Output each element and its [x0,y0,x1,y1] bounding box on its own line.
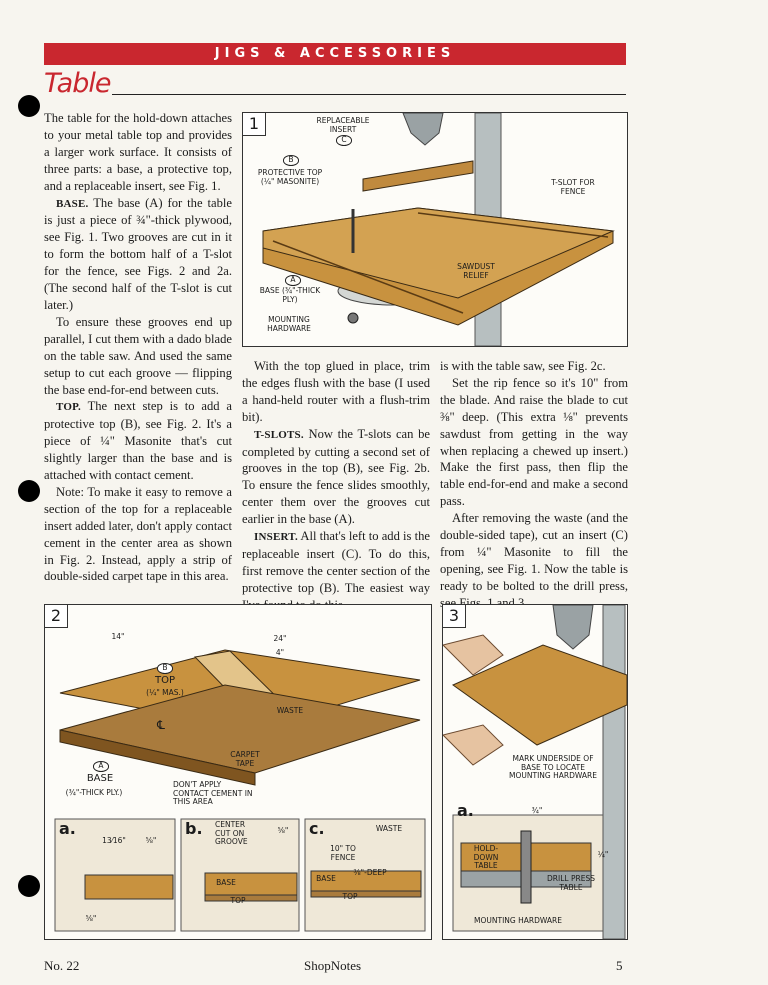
magazine-name: ShopNotes [304,958,362,973]
base-edge [59,729,256,786]
bolt-icon [520,830,532,904]
table-top [451,644,627,746]
drill-chuck [402,113,444,146]
figure-1-illustration [262,113,615,346]
hand-icon [443,634,504,676]
label-center-cut: CENTER CUT ON GROOVE [215,820,248,846]
mounting-hardware-icon [347,312,359,324]
run-in-heading: BASE. [56,197,89,210]
paragraph: Set the rip fence so it's 10" from the b… [440,375,628,509]
key-a: A [93,761,109,772]
key-b: B [283,155,299,166]
label-base-material: (¾"-THICK PLY.) [65,788,123,797]
detail-a-letter: a. [59,819,76,838]
binder-hole [18,480,40,502]
detail-c-top [310,890,422,898]
key-b: B [157,663,173,674]
detail-b-top [204,894,298,902]
label-top: TOP [342,892,358,901]
page-number: 5 [616,958,623,973]
label-mounting-hardware: MOUNTING HARDWARE [474,916,562,925]
label-top-material: (¼" MAS.) [146,688,184,697]
label-insert: REPLACEABLE INSERT [316,116,370,134]
t-slot-groove [417,212,609,238]
figure-3-illustration [443,605,627,939]
label-drill-press-table: DRILL PRESS TABLE [547,874,595,892]
replaceable-insert [362,160,474,192]
paragraph: The table for the hold-down attaches to … [44,111,232,193]
label-base: BASE [86,773,114,784]
label-tslot: T-SLOT FOR FENCE [551,178,595,196]
protective-top [262,207,615,299]
section-banner: JIGS & ACCESSORIES [44,43,626,65]
label-mark-underside: MARK UNDERSIDE OF BASE TO LOCATE MOUNTIN… [509,754,597,780]
figure-3: 3 MARK UNDERSIDE OF BASE TO LOCATE MOUNT… [442,604,628,940]
figure-1: 1 REPLACEABLE INSERT C B PROTECTIVE TOP … [242,112,628,347]
label-holddown-table: HOLD-DOWN TABLE [473,844,499,870]
figure-number: 2 [45,605,68,628]
label-top: PROTECTIVE TOP (¼" MASONITE) [257,168,323,186]
label-top: TOP [154,675,175,686]
detail-b-letter: b. [185,819,203,838]
drill-press-column [602,605,626,939]
run-in-heading: TOP. [56,401,81,414]
paragraph-body: The base (A) for the table is just a pie… [44,195,232,312]
paragraph: After removing the waste (and the double… [440,511,628,610]
label-dont-apply: DON'T APPLY CONTACT CEMENT IN THIS AREA [173,780,253,806]
page-title: Table [44,68,111,99]
detail-a-base [84,874,174,900]
dim-24: 24" [273,634,287,643]
t-slot-groove [272,240,464,314]
text-column-1: The table for the hold-down attaches to … [44,110,232,585]
key-a: A [285,275,301,286]
paragraph: Note: To make it easy to remove a sectio… [44,484,232,584]
label-waste: WASTE [375,824,403,833]
binder-hole [18,95,40,117]
label-sawdust: SAWDUST RELIEF [457,262,495,280]
figure-2-illustration [54,649,426,932]
label-deep: ⅜"-DEEP [353,868,387,877]
paragraph: TOP. The next step is to add a protectiv… [44,398,232,484]
label-to-fence: 10" TO FENCE [330,844,356,862]
paragraph: BASE. The base (A) for the table is just… [44,195,232,314]
label-waste: WASTE [276,706,304,715]
label-hardware: MOUNTING HARDWARE [267,315,311,333]
figure-number: 1 [243,113,266,136]
paragraph: is with the table saw, see Fig. 2c. [440,359,606,373]
label-base: BASE [316,874,336,883]
paragraph-body: The next step is to add a protective top… [44,399,232,483]
figure-2: 2 14" 24" 4" B TOP (¼" MAS.) WASTE ℄ CAR… [44,604,432,940]
drill-chuck [552,605,594,650]
key-c: C [336,135,352,146]
text-column-3: is with the table saw, see Fig. 2c. Set … [440,358,628,612]
label-carpet-tape: CARPET TAPE [230,750,260,768]
binder-hole [18,875,40,897]
detail-c-letter: c. [309,819,325,838]
paragraph-body: Now the T-slots can be completed by cutt… [242,426,430,527]
title-rule [112,94,626,95]
paragraph: INSERT. All that's left to add is the re… [242,528,430,614]
run-in-heading: INSERT. [254,531,298,544]
dim: ¾" [531,806,543,815]
dim: 13⁄16" [102,836,126,845]
issue-number: No. 22 [44,958,80,973]
paragraph: To ensure these grooves end up parallel,… [44,314,232,397]
dim-14: 14" [111,632,125,641]
dim: ⅝" [145,836,157,845]
dim: ⅝" [85,914,97,923]
dim: ⅝" [277,826,289,835]
hand-icon [443,724,504,766]
paragraph: T-SLOTS. Now the T-slots can be complete… [242,426,430,528]
label-base: BASE (¾"-THICK PLY) [259,286,321,304]
label-base: BASE [216,878,236,887]
text-column-2: With the top glued in place, trim the ed… [242,358,430,614]
dim-4: 4" [275,648,285,657]
centerline-mark: ℄ [157,718,165,732]
detail-a-letter: a. [457,801,474,820]
dim: ¼" [597,850,609,859]
figure-number: 3 [443,605,466,628]
label-top: TOP [230,896,246,905]
paragraph: With the top glued in place, trim the ed… [242,359,430,424]
run-in-heading: T-SLOTS. [254,428,304,441]
